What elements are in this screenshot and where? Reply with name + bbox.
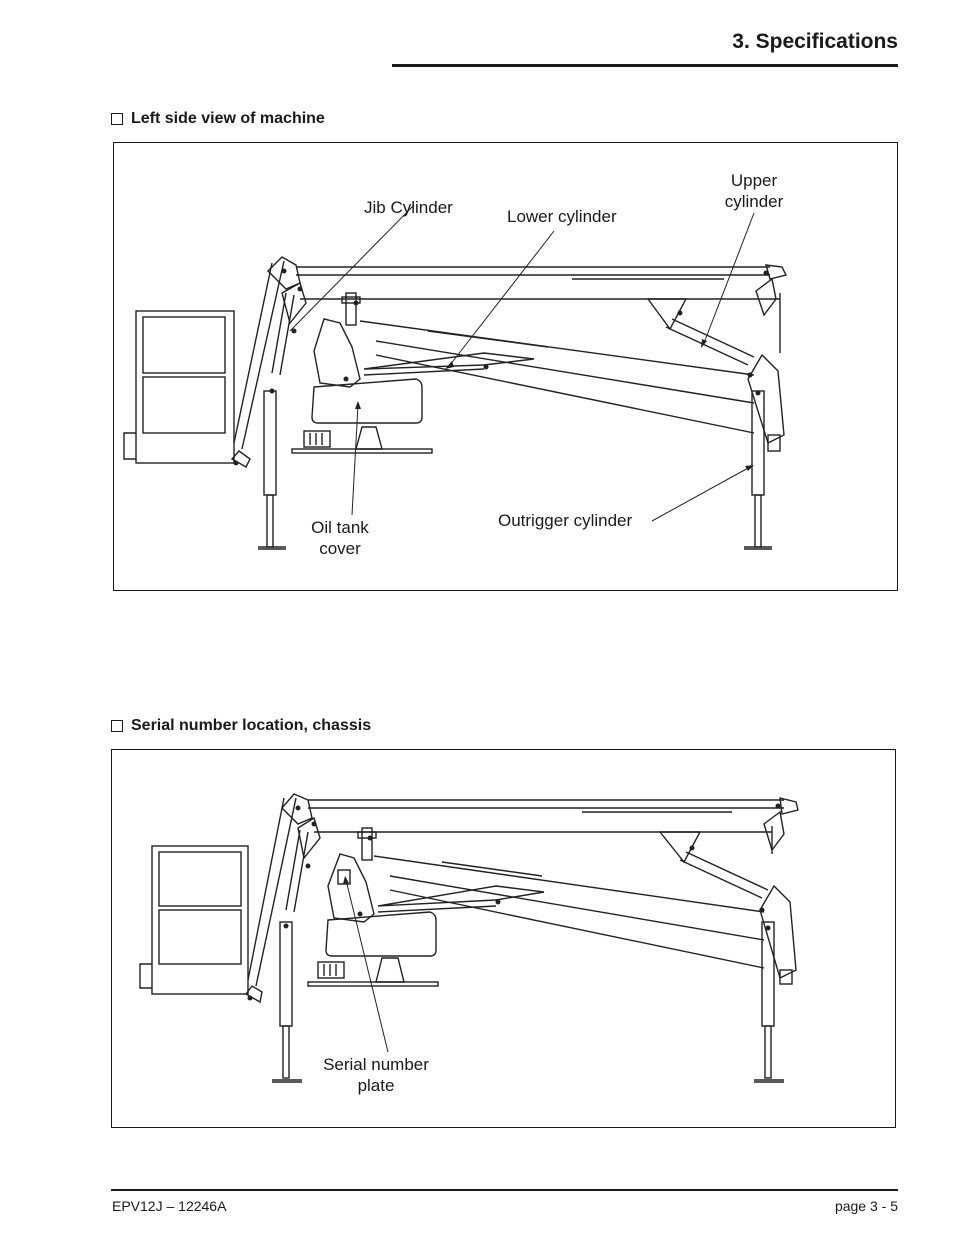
callout-serial-line2: plate <box>357 1076 395 1095</box>
callout-lower-cylinder: Lower cylinder <box>507 207 617 226</box>
section-title-text: Left side view of machine <box>131 110 325 127</box>
footer-page-number: page 3 - 5 <box>834 1198 898 1214</box>
footer-document-code: EPV12J – 12246A <box>112 1198 227 1214</box>
callout-outrigger-cylinder: Outrigger cylinder <box>498 511 633 530</box>
section-title-left-side-view: Left side view of machine <box>111 110 325 128</box>
callout-oil-line1: Oil tank <box>311 518 369 537</box>
footer-rule <box>111 1189 898 1191</box>
checkbox-bullet-icon <box>111 113 123 125</box>
machine-drawing-chassis <box>139 793 799 1083</box>
callout-upper-cylinder: Upper cylinder <box>720 170 788 212</box>
callout-oil-line2: cover <box>319 539 361 558</box>
figure-serial-number-location: Serial number plate <box>111 749 896 1128</box>
callout-oil-tank-cover: Oil tank cover <box>304 517 376 559</box>
callout-serial-line1: Serial number <box>323 1055 429 1074</box>
leader-lines <box>343 876 389 1053</box>
figure-left-side-view: Jib Cylinder Lower cylinder Upper cylind… <box>113 142 898 591</box>
section-title-serial-number: Serial number location, chassis <box>111 717 371 735</box>
checkbox-bullet-icon <box>111 720 123 732</box>
page-title: 3. Specifications <box>732 30 898 53</box>
machine-drawing-side-view <box>123 204 788 550</box>
section-title-text: Serial number location, chassis <box>131 717 372 734</box>
callout-jib-cylinder: Jib Cylinder <box>364 198 453 217</box>
callout-upper-line2: cylinder <box>724 192 784 211</box>
header-rule <box>392 64 898 67</box>
leader-lines <box>289 204 755 522</box>
callout-upper-line1: Upper <box>730 171 778 190</box>
callout-serial-number-plate: Serial number plate <box>312 1054 440 1096</box>
